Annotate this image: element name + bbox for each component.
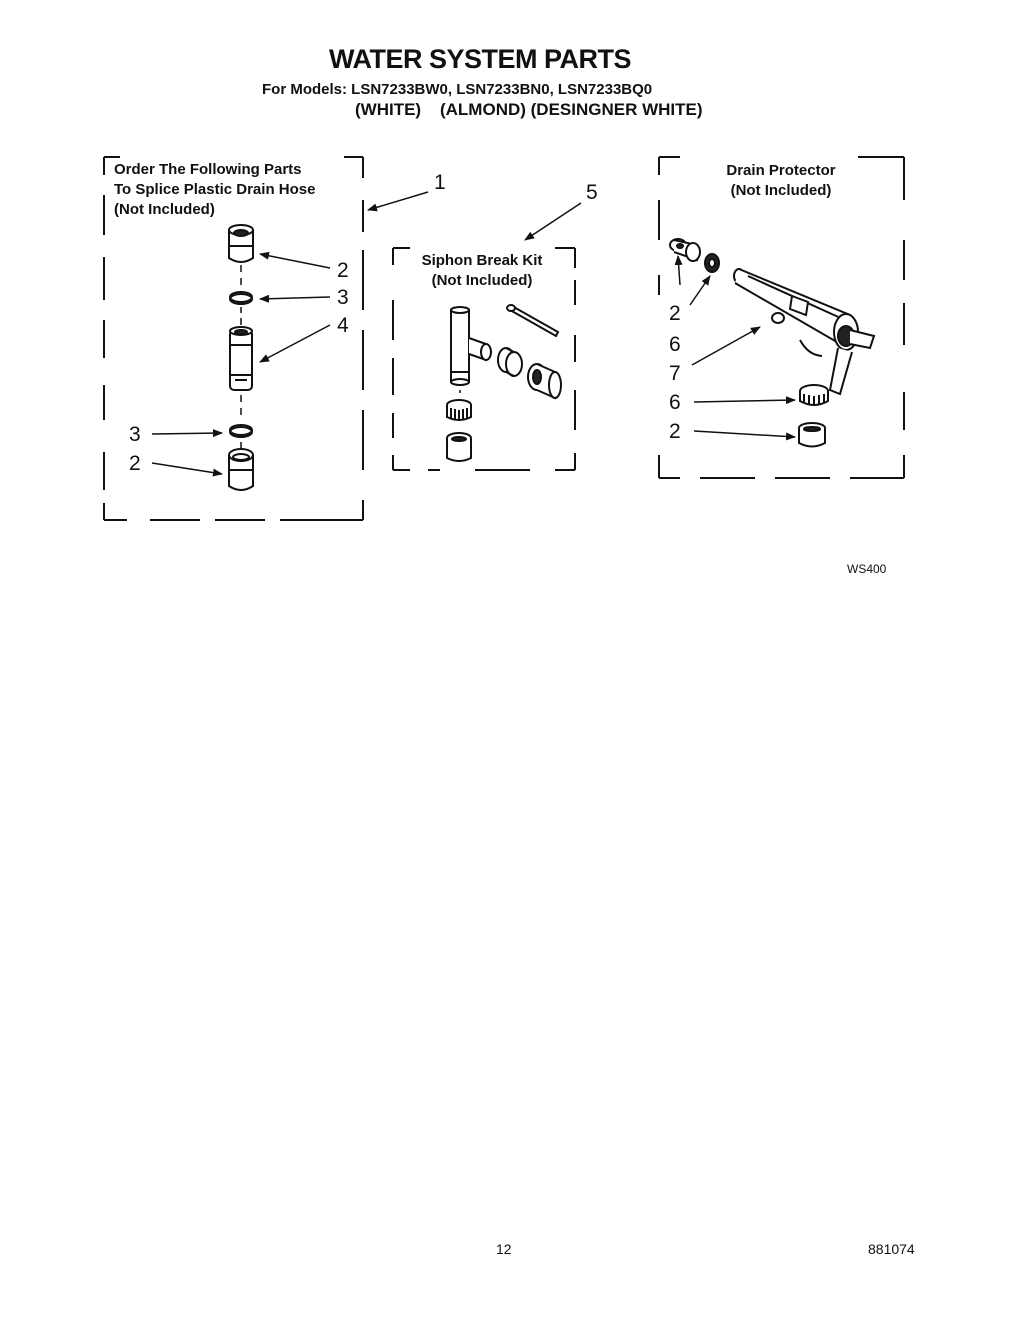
siphon-leaders [459,202,582,396]
models-line: For Models: LSN7233BW0, LSN7233BN0, LSN7… [262,81,653,98]
siphon-kit-label-line1: Siphon Break Kit [421,252,543,269]
callout-drain-nut-lower: 6 [669,391,681,414]
callout-splice-bottom-clamp: 3 [129,423,141,446]
colors-line: (WHITE) (ALMOND) (DESINGNER WHITE) [355,100,703,119]
page-number: 12 [496,1241,512,1257]
callout-kit-splice: 1 [434,171,446,194]
callout-drain-nut-upper: 6 [669,333,681,356]
drain-leaders [674,255,796,441]
callout-splice-top-clamp: 3 [337,286,349,309]
splice-top-coupling [228,224,254,263]
diagram-code: WS400 [847,562,887,576]
siphon-coupling-side [527,363,562,400]
callout-splice-top-coupling: 2 [337,259,349,282]
splice-bottom-clamp [229,424,253,438]
callout-drain-body: 7 [669,362,681,385]
drain-protector-label-line2: (Not Included) [730,182,832,199]
drain-coupling-upper [669,238,701,262]
siphon-tee [450,306,492,386]
drain-protector-frame [658,156,905,479]
siphon-nut-side [497,347,523,377]
splice-kit-label: Order The Following Parts To Splice Plas… [114,160,315,220]
splice-kit-label-line3: (Not Included) [114,201,215,218]
siphon-nut-bottom [446,399,472,421]
splice-kit-label-line2: To Splice Plastic Drain Hose [114,181,316,198]
drain-nut-lower [799,384,829,406]
siphon-kit-frame [392,247,576,471]
drain-protector-label-line1: Drain Protector [726,162,836,179]
splice-kit-frame [103,156,364,521]
splice-kit-label-line1: Order The Following Parts [114,161,302,178]
callout-drain-coupling-lower: 2 [669,420,681,443]
page-title: WATER SYSTEM PARTS [328,44,632,74]
callout-kit-siphon: 5 [586,181,598,204]
drain-coupling-lower [798,422,826,448]
drain-protector-body [733,268,876,396]
splice-leaders [151,191,429,477]
drain-nut-upper [704,253,720,273]
siphon-kit-label: Siphon Break Kit (Not Included) [396,251,568,291]
siphon-tie-strap [506,304,560,338]
callout-splice-bottom-coupling: 2 [129,452,141,475]
siphon-coupling-bottom [446,432,472,462]
callout-drain-coupling-upper: 2 [669,302,681,325]
siphon-kit-label-line2: (Not Included) [431,272,533,289]
drain-protector-label: Drain Protector (Not Included) [684,161,878,201]
document-number: 881074 [868,1241,915,1257]
splice-bottom-coupling [228,448,254,491]
splice-connector [229,326,253,391]
splice-top-clamp [229,291,253,305]
callout-splice-connector: 4 [337,314,349,337]
